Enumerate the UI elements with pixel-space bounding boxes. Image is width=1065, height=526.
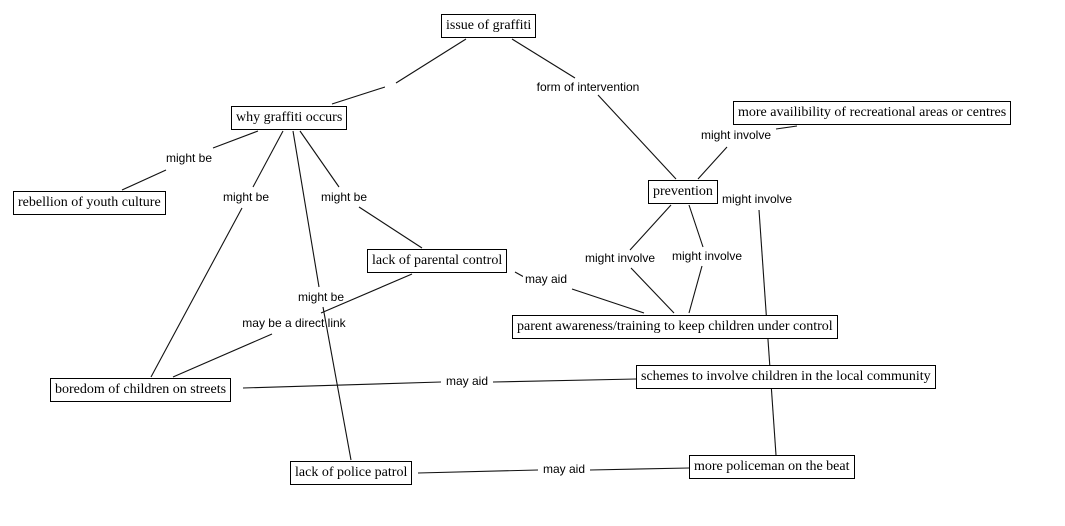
connector-line [589,467,690,471]
connector-line [212,130,259,149]
connector-line [299,130,340,188]
concept-node-lack-of-police-patrol[interactable]: lack of police patrol [290,461,413,485]
connector-line [150,207,243,378]
connector-line [571,288,645,314]
concept-node-recreational-areas[interactable]: more availibility of recreational areas … [733,101,1012,125]
concept-node-rebellion-of-youth-culture[interactable]: rebellion of youth culture [13,191,166,215]
connector-line [292,130,320,288]
concept-node-parent-awareness[interactable]: parent awareness/training to keep childr… [512,315,838,339]
connector-line [697,146,728,180]
link-label-may-aid-boredom[interactable]: may aid [443,374,491,388]
connector-line [688,204,704,248]
link-label-might-be-parental[interactable]: might be [318,190,370,204]
connector-line [688,265,703,314]
connector-line [417,469,539,474]
link-label-might-involve-middle[interactable]: might involve [669,249,745,263]
link-label-might-involve-right[interactable]: might involve [719,192,795,206]
concept-node-more-policeman[interactable]: more policeman on the beat [689,455,855,479]
concept-node-prevention[interactable]: prevention [648,180,718,204]
link-label-may-aid-patrol[interactable]: may aid [540,462,588,476]
connector-line [514,271,525,278]
connector-line [252,130,284,188]
connector-line [172,333,273,378]
link-label-may-aid-parental[interactable]: may aid [522,272,570,286]
connector-line [597,94,677,180]
connector-line [511,38,576,79]
connector-line [395,38,467,84]
link-label-might-involve-recreational[interactable]: might involve [698,128,774,142]
link-label-might-be-rebellion[interactable]: might be [163,151,215,165]
connector-line [121,169,167,191]
link-label-might-involve-left[interactable]: might involve [582,251,658,265]
connector-line [630,267,675,314]
connector-line [629,204,672,251]
concept-node-schemes-local-community[interactable]: schemes to involve children in the local… [636,365,936,389]
link-label-blank[interactable] [385,80,395,90]
concept-node-issue-of-graffiti[interactable]: issue of graffiti [441,14,537,38]
concept-node-boredom-of-children[interactable]: boredom of children on streets [50,378,232,402]
connector-line [322,306,352,461]
concept-node-lack-of-parental-control[interactable]: lack of parental control [367,249,508,273]
link-label-may-be-a-direct-link[interactable]: may be a direct link [242,316,346,330]
concept-node-why-graffiti-occurs[interactable]: why graffiti occurs [231,106,348,130]
connector-line [331,86,386,105]
connector-line [775,125,798,130]
link-label-might-be-patrol[interactable]: might be [297,290,345,304]
connector-line [492,378,637,383]
connector-line [358,206,423,249]
link-label-form-of-intervention[interactable]: form of intervention [534,80,642,94]
connector-line [320,273,413,314]
connector-line [242,381,442,389]
link-label-might-be-boredom[interactable]: might be [220,190,272,204]
